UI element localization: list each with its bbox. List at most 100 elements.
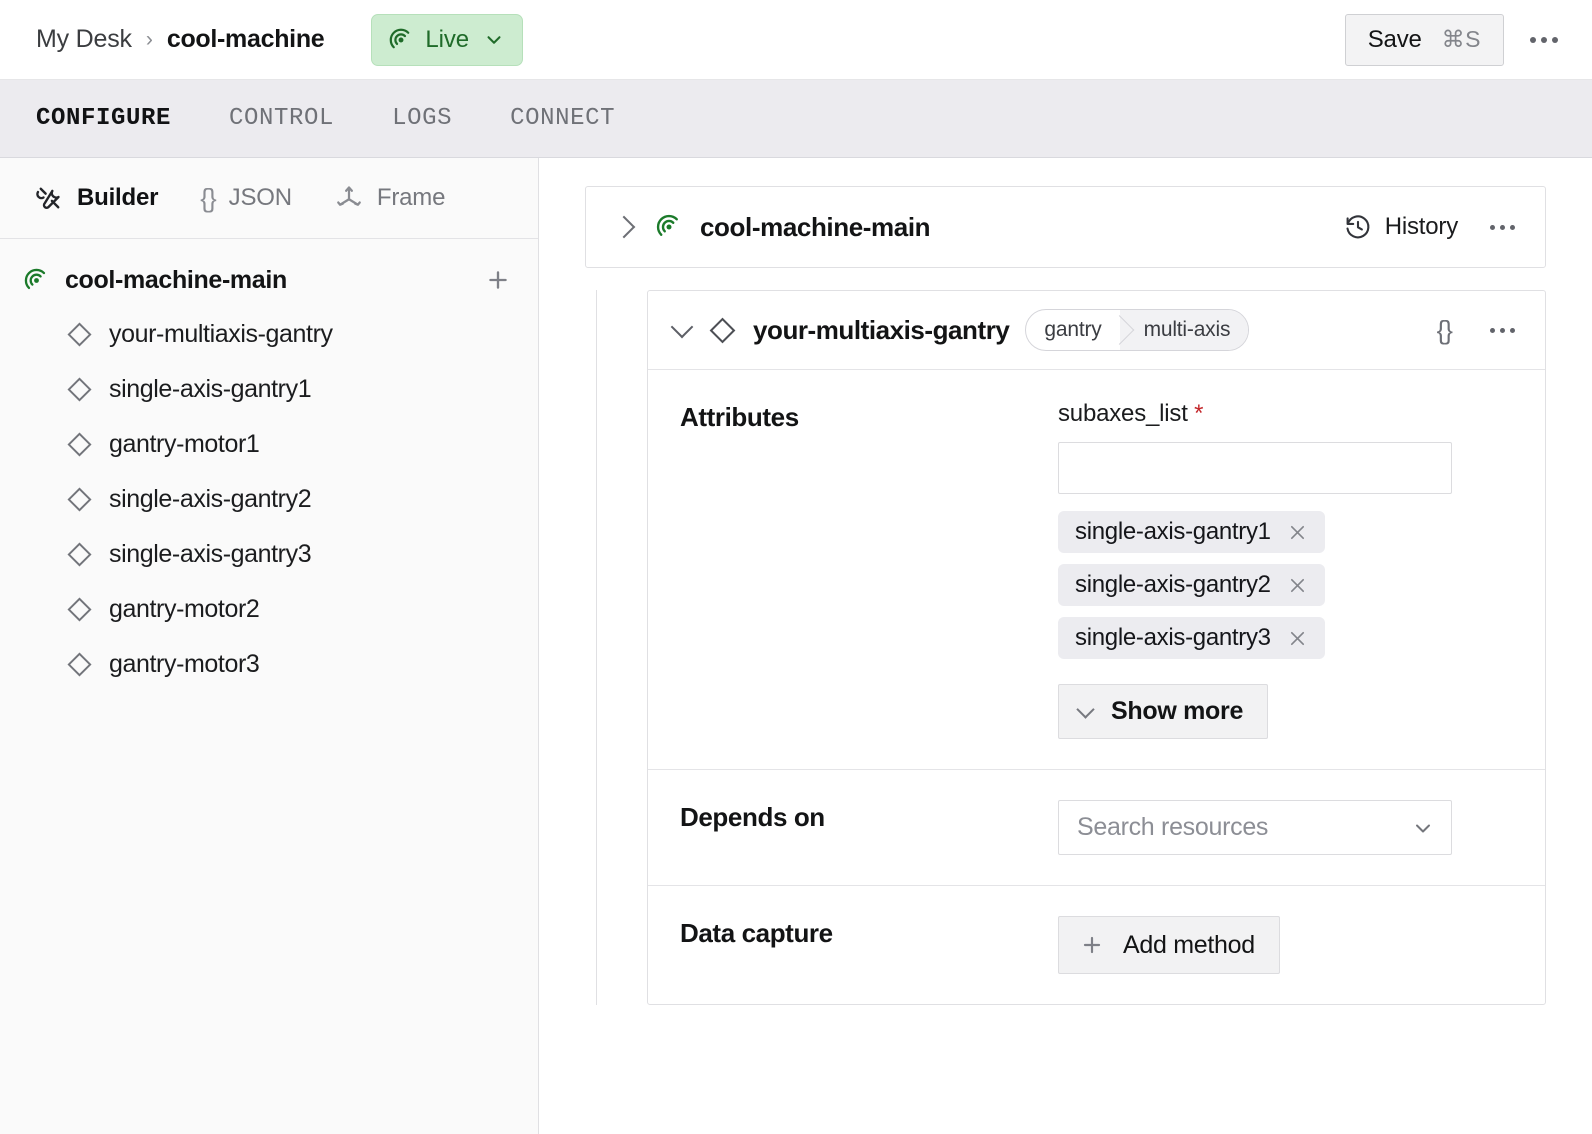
live-label: Live [425, 25, 470, 53]
search-resources-select[interactable]: Search resources [1058, 800, 1452, 855]
add-method-button[interactable]: Add method [1058, 916, 1280, 974]
ellipsis-icon[interactable] [1482, 318, 1523, 343]
tab-configure[interactable]: CONFIGURE [36, 105, 172, 132]
chevron-down-icon [1411, 816, 1435, 840]
sidebar-tab-json[interactable]: {} JSON [200, 183, 292, 214]
plus-icon [1079, 932, 1105, 958]
sidebar-tab-frame-label: Frame [376, 184, 446, 211]
tree-item-single-axis-gantry1[interactable]: single-axis-gantry1 [0, 362, 538, 417]
chip-label: single-axis-gantry2 [1075, 571, 1271, 598]
section-attributes-body: subaxes_list * single-axis-gantry1 [1058, 400, 1519, 739]
close-icon[interactable] [1287, 575, 1308, 596]
chevron-right-icon[interactable] [612, 215, 636, 239]
resource-card-header: your-multiaxis-gantry gantry multi-axis … [648, 291, 1545, 370]
tree-item-label: single-axis-gantry3 [109, 540, 312, 568]
save-button[interactable]: Save ⌘S [1344, 13, 1504, 66]
attribute-field-name: subaxes_list [1058, 400, 1188, 427]
clock-rewind-icon [1344, 213, 1372, 241]
nested-resources-container: your-multiaxis-gantry gantry multi-axis … [596, 290, 1546, 1005]
tree-item-gantry-motor2[interactable]: gantry-motor2 [0, 582, 538, 637]
body-split: Builder {} JSON Frame [0, 158, 1592, 1134]
tab-connect[interactable]: CONNECT [510, 105, 616, 132]
resource-card-actions: {} [1431, 311, 1523, 350]
ellipsis-icon[interactable] [1522, 27, 1566, 53]
chip-single-axis-gantry2: single-axis-gantry2 [1058, 564, 1325, 606]
sidebar-tab-frame[interactable]: Frame [334, 183, 445, 213]
section-data-capture-body: Add method [1058, 916, 1519, 974]
tab-logs[interactable]: LOGS [392, 105, 453, 132]
resource-title: your-multiaxis-gantry [753, 314, 1010, 345]
diamond-icon [66, 486, 93, 513]
save-button-label: Save [1367, 25, 1422, 53]
section-data-capture: Data capture Add method [648, 886, 1545, 1004]
sidebar: Builder {} JSON Frame [0, 158, 539, 1134]
chip-single-axis-gantry1: single-axis-gantry1 [1058, 511, 1325, 553]
chip-single-axis-gantry3: single-axis-gantry3 [1058, 617, 1325, 659]
badge-primary: gantry [1044, 318, 1102, 341]
tab-control[interactable]: CONTROL [229, 105, 335, 132]
resource-type-badge: gantry multi-axis [1025, 309, 1250, 351]
tree-item-single-axis-gantry3[interactable]: single-axis-gantry3 [0, 527, 538, 582]
ellipsis-icon[interactable] [1482, 215, 1523, 240]
tree-item-label: single-axis-gantry1 [109, 375, 312, 403]
main-panel: cool-machine-main History [539, 158, 1592, 1134]
live-status-dropdown[interactable]: Live [371, 13, 524, 66]
subaxes-list-input[interactable] [1058, 442, 1452, 494]
section-attributes: Attributes subaxes_list * single-axis-ga… [648, 370, 1545, 770]
machine-header-card: cool-machine-main History [585, 186, 1546, 268]
resource-card-your-multiaxis-gantry: your-multiaxis-gantry gantry multi-axis … [647, 290, 1546, 1005]
sidebar-tab-json-label: JSON [228, 184, 292, 211]
diamond-icon [66, 431, 93, 458]
chip-label: single-axis-gantry3 [1075, 624, 1271, 651]
tree-item-label: your-multiaxis-gantry [109, 320, 333, 348]
diamond-icon [66, 321, 93, 348]
search-resources-placeholder: Search resources [1077, 813, 1269, 841]
tree-item-label: gantry-motor2 [109, 595, 260, 623]
top-bar: My Desk › cool-machine Live Save ⌘S [0, 0, 1592, 80]
add-method-label: Add method [1123, 930, 1255, 959]
diamond-icon [66, 541, 93, 568]
tree-item-your-multiaxis-gantry[interactable]: your-multiaxis-gantry [0, 307, 538, 362]
main-tab-bar: CONFIGURE CONTROL LOGS CONNECT [0, 80, 1592, 158]
show-more-label: Show more [1111, 697, 1244, 725]
diamond-icon [66, 596, 93, 623]
required-marker: * [1194, 400, 1204, 427]
tree-item-gantry-motor1[interactable]: gantry-motor1 [0, 417, 538, 472]
diamond-icon [66, 376, 93, 403]
breadcrumb-root[interactable]: My Desk [36, 25, 132, 53]
broadcast-icon [654, 212, 684, 242]
machine-card-actions: History [1340, 207, 1523, 247]
diamond-icon [708, 316, 737, 345]
breadcrumb-separator: › [145, 27, 153, 51]
close-icon[interactable] [1287, 628, 1308, 649]
close-icon[interactable] [1287, 522, 1308, 543]
tree-root-label: cool-machine-main [65, 265, 287, 294]
sidebar-tab-builder[interactable]: Builder [34, 183, 158, 213]
sidebar-view-tabs: Builder {} JSON Frame [0, 158, 538, 239]
resource-tree: cool-machine-main your-multiaxis-gantry … [0, 239, 538, 692]
section-depends-on-label: Depends on [680, 802, 825, 832]
save-shortcut-label: ⌘S [1441, 26, 1481, 52]
tree-item-label: gantry-motor3 [109, 650, 260, 678]
tree-item-single-axis-gantry2[interactable]: single-axis-gantry2 [0, 472, 538, 527]
tree-item-label: single-axis-gantry2 [109, 485, 312, 513]
machine-title: cool-machine-main [700, 211, 931, 242]
chevron-down-icon[interactable] [670, 315, 694, 339]
braces-icon[interactable]: {} [1436, 314, 1453, 345]
history-label: History [1384, 213, 1458, 240]
tree-item-gantry-motor3[interactable]: gantry-motor3 [0, 637, 538, 692]
chip-label: single-axis-gantry1 [1075, 518, 1271, 545]
plus-icon[interactable] [484, 266, 512, 294]
tree-root-cool-machine-main[interactable]: cool-machine-main [0, 253, 538, 307]
breadcrumb-current: cool-machine [166, 25, 325, 53]
attribute-field-label: subaxes_list * [1058, 400, 1519, 428]
section-depends-on-body: Search resources [1058, 800, 1519, 855]
tools-icon [34, 183, 64, 213]
broadcast-icon [387, 26, 415, 54]
history-button[interactable]: History [1340, 207, 1462, 247]
section-attributes-label: Attributes [680, 402, 799, 432]
chevron-down-icon [483, 29, 505, 51]
tree-item-label: gantry-motor1 [109, 430, 260, 458]
subaxes-chip-list: single-axis-gantry1 single-axis-gantry2 [1058, 511, 1519, 659]
show-more-button[interactable]: Show more [1058, 684, 1269, 739]
